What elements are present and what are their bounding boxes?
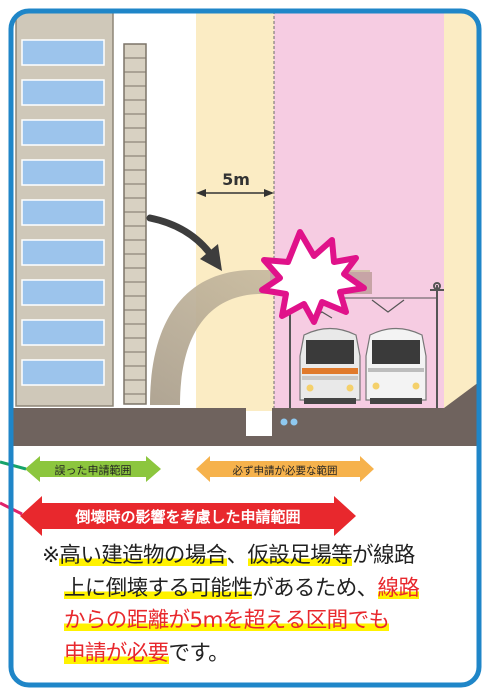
note-mark: ※	[42, 543, 60, 568]
note-red-emphasis: 申請が必要	[64, 640, 169, 666]
note-emphasis: 高い建造物の場合	[59, 543, 227, 568]
building-window	[21, 239, 105, 266]
fall-direction-arrow	[146, 214, 216, 260]
note-line-2: 上に倒壊する可能性があるため、線路	[42, 573, 472, 606]
wrong-range-label: 誤った申請範囲	[55, 463, 132, 477]
buffer-zone	[196, 11, 274, 411]
building-window	[21, 199, 105, 226]
note-line-4: 申請が必要です。	[42, 638, 472, 671]
distance-label: 5m	[222, 170, 250, 189]
blue-frame	[8, 8, 482, 688]
required-range-label: 必ず申請が必要な範囲	[233, 464, 338, 477]
note-red-emphasis: からの距離が5mを超える区間でも	[64, 608, 390, 633]
impact-burst-icon	[259, 229, 367, 325]
note-red-emphasis: 線路	[377, 575, 420, 601]
building-window	[21, 359, 105, 386]
collapse-range-label: 倒壊時の影響を考慮した申請範囲	[74, 508, 300, 526]
ground	[11, 382, 479, 446]
rail-marker	[280, 418, 288, 426]
fall-arrowhead	[200, 244, 222, 271]
scaffold-tower	[123, 43, 147, 405]
note-emphasis: 上に倒壊する可能性	[64, 575, 253, 601]
collapse-range-arrow: 倒壊時の影響を考慮した申請範囲	[20, 496, 356, 536]
wrong-range-arrow: 誤った申請範囲	[25, 456, 161, 482]
building-window	[21, 119, 105, 146]
train-left	[299, 327, 361, 404]
required-range-arrow: 必ず申請が必要な範囲	[196, 456, 374, 482]
note-emphasis: 仮設足場等	[247, 543, 353, 568]
building-window	[21, 79, 105, 106]
building-window	[21, 319, 105, 346]
building-window	[21, 159, 105, 186]
note-line-1: ※高い建造物の場合、仮設足場等が線路	[42, 540, 472, 573]
building-window	[21, 279, 105, 306]
distance-indicator: 5m	[196, 170, 274, 197]
note-text: です。	[168, 640, 230, 666]
note-line-3: からの距離が5mを超える区間でも	[42, 605, 472, 638]
note-text: があるため、	[252, 575, 378, 601]
explanatory-note: ※高い建造物の場合、仮設足場等が線路 上に倒壊する可能性があるため、線路 からの…	[42, 540, 472, 670]
note-text: が線路	[352, 543, 415, 568]
rail-marker	[290, 418, 298, 426]
note-text: 、	[226, 543, 249, 568]
train-right	[365, 327, 427, 404]
tall-building	[15, 11, 114, 407]
building-window	[21, 39, 105, 66]
right-buffer-zone	[444, 11, 479, 411]
collapse-trajectory	[150, 270, 370, 405]
